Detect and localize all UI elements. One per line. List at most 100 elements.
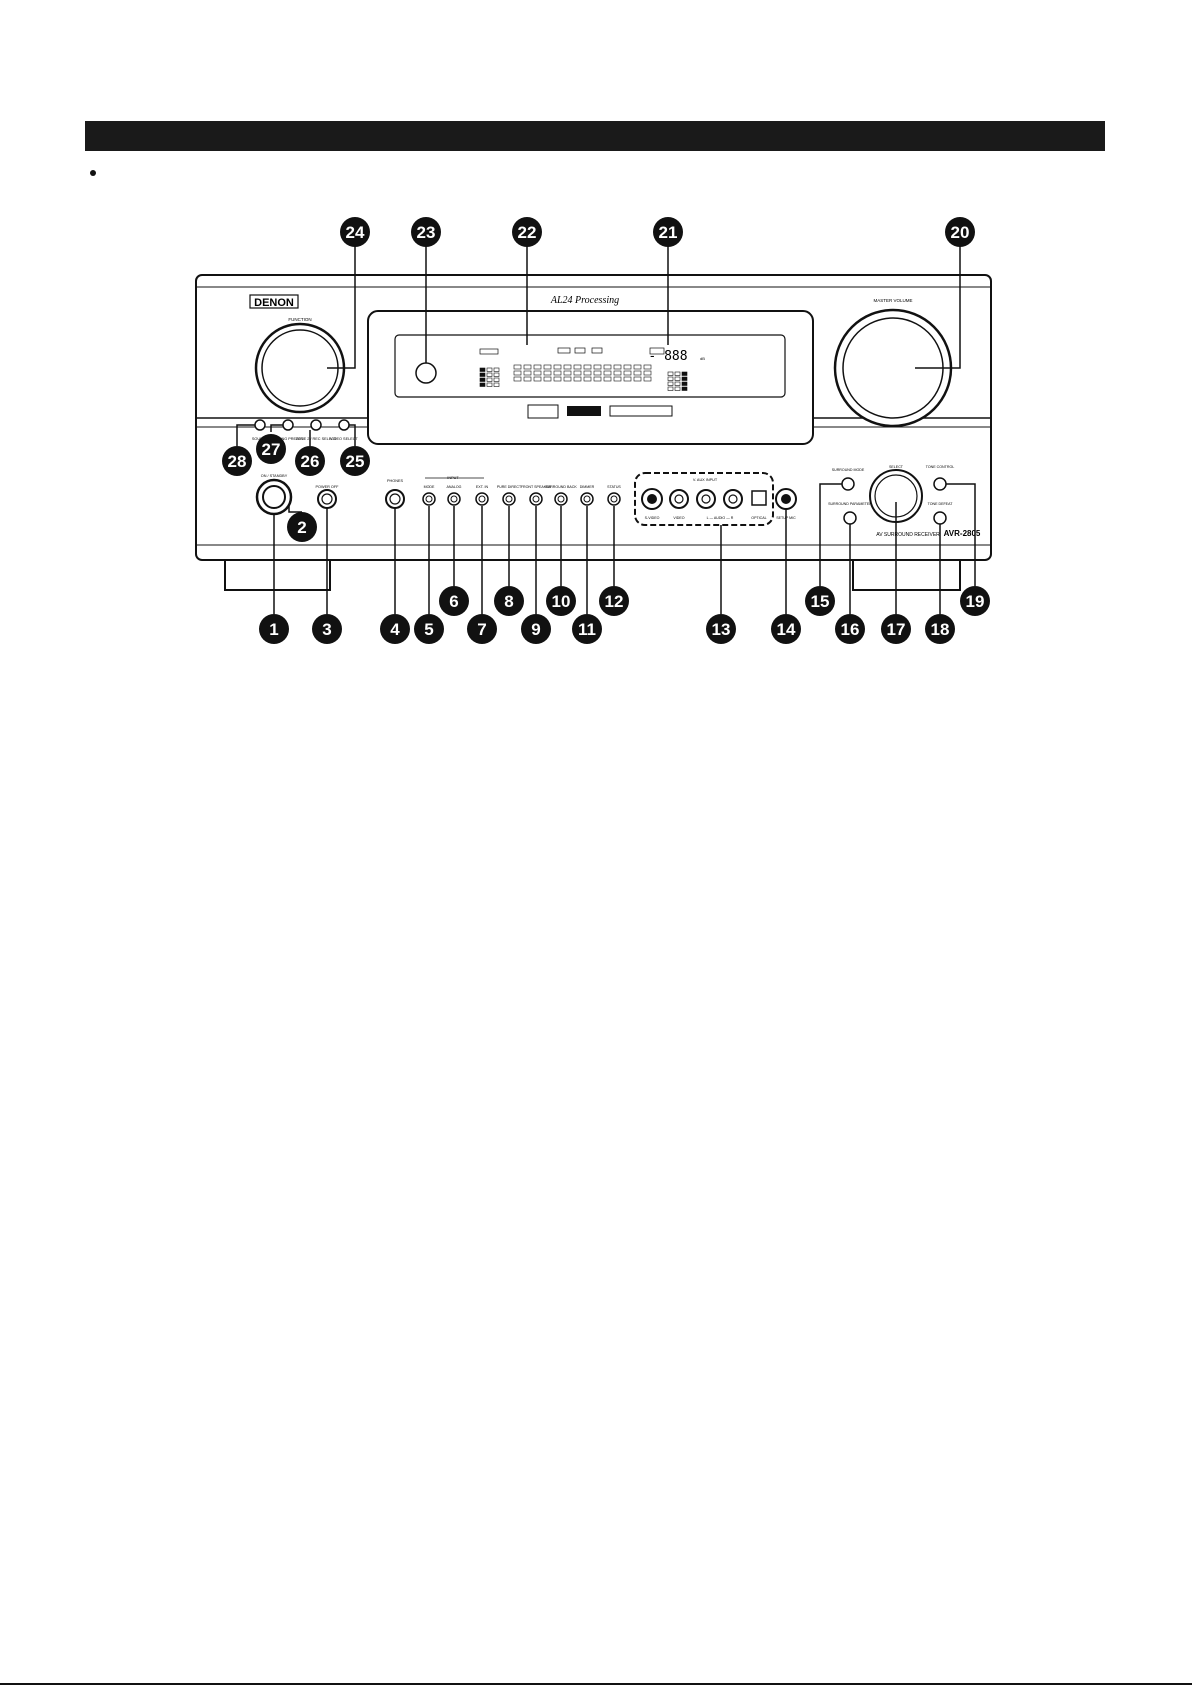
function-label: FUNCTION	[288, 317, 311, 322]
display-char-cell	[533, 364, 542, 370]
video-jack-inner	[674, 494, 684, 504]
fl-display-segments	[479, 347, 688, 391]
display-char-cell	[623, 376, 632, 382]
callout-number: 17	[887, 620, 906, 639]
pure-direct-button-inner	[505, 495, 513, 503]
callout-disc	[881, 614, 911, 644]
callout-disc	[494, 586, 524, 616]
callout-disc	[439, 586, 469, 616]
page-bottom-rule	[0, 1683, 1192, 1685]
power-off-switch-inner	[321, 493, 333, 505]
callout-disc	[256, 434, 286, 464]
surround-parameter-button[interactable]	[843, 511, 857, 525]
callout-26: 26	[295, 446, 325, 476]
leader-25	[349, 424, 356, 446]
callout-disc	[295, 446, 325, 476]
callout-number: 3	[322, 620, 331, 639]
display-char-cell	[613, 376, 622, 382]
callout-number: 26	[301, 452, 320, 471]
callout-12: 12	[599, 586, 629, 616]
callout-disc	[312, 614, 342, 644]
display-indicator-cell	[674, 381, 681, 386]
tone-defeat-label: TONE DEFEAT	[928, 502, 954, 506]
zone2-rec-select-button[interactable]	[310, 419, 322, 431]
display-indicator-box	[591, 347, 603, 354]
front-speaker-label: FRONT SPEAKER	[521, 485, 552, 489]
display-char-cell	[613, 364, 622, 370]
display-indicator-cell	[493, 382, 500, 387]
display-indicator-box	[557, 347, 571, 354]
source-button[interactable]	[254, 419, 266, 431]
db-unit: dB	[700, 356, 705, 361]
tone-control-button[interactable]	[933, 477, 947, 491]
pure-direct-label: PURE DIRECT	[497, 485, 522, 489]
bullet-point	[90, 170, 96, 176]
callout-number: 11	[578, 620, 596, 639]
analog-label: ANALOG	[447, 485, 462, 489]
callout-disc	[340, 446, 370, 476]
select-label: SELECT	[889, 465, 904, 469]
right-foot	[852, 560, 961, 591]
display-char-cell	[583, 370, 592, 376]
display-char-cell	[523, 376, 532, 382]
master-volume-label: MASTER VOLUME	[873, 298, 912, 303]
processing-logo: AL24 Processing	[550, 295, 619, 306]
callout-23: 23	[411, 217, 441, 247]
callout-19: 19	[960, 586, 990, 616]
power-button-inner	[262, 485, 286, 509]
display-indicator-box	[479, 348, 499, 355]
display-char-cell	[513, 376, 522, 382]
display-indicator-cell	[479, 377, 486, 382]
video-select-button[interactable]	[338, 419, 350, 431]
callout-24: 24	[340, 217, 370, 247]
callout-disc	[599, 586, 629, 616]
thx-logo	[609, 405, 673, 417]
display-indicator-cell	[681, 381, 688, 386]
front-speaker-button-inner	[532, 495, 540, 503]
callout-5: 5	[414, 614, 444, 644]
leader-24	[327, 246, 356, 369]
callout-number: 25	[346, 452, 365, 471]
s-video-label: S-VIDEO	[645, 516, 660, 520]
callout-9: 9	[521, 614, 551, 644]
optical-jack[interactable]	[751, 490, 767, 506]
display-indicator-cell	[681, 371, 688, 376]
callout-disc	[546, 586, 576, 616]
callout-2: 2	[287, 512, 317, 542]
mode-label: MODE	[424, 485, 435, 489]
leader-lines	[236, 246, 976, 614]
dimmer-label: DIMMER	[580, 485, 595, 489]
tuning-preset-button[interactable]	[282, 419, 294, 431]
callout-number: 14	[777, 620, 796, 639]
callout-disc	[653, 217, 683, 247]
zone2-rec-select-label: ZONE 2 / REC SELECT	[296, 437, 337, 441]
display-indicator-box	[574, 347, 586, 354]
display-indicator-cell	[486, 382, 493, 387]
power-off-label: POWER OFF	[316, 485, 340, 489]
display-indicator-cell	[681, 376, 688, 381]
callout-number: 15	[811, 592, 830, 611]
s-video-jack-inner	[647, 494, 657, 504]
callout-11: 11	[572, 614, 602, 644]
display-char-cell	[593, 370, 602, 376]
phones-label: PHONES	[387, 479, 404, 483]
callout-number: 6	[449, 592, 458, 611]
denon-logo-box	[249, 294, 299, 309]
callout-disc	[945, 217, 975, 247]
callout-disc	[960, 586, 990, 616]
callout-number: 1	[269, 620, 278, 639]
callout-13: 13	[706, 614, 736, 644]
tone-defeat-button[interactable]	[933, 511, 947, 525]
status-button-inner	[610, 495, 618, 503]
callout-28: 28	[222, 446, 252, 476]
callout-number: 28	[228, 452, 247, 471]
display-indicator-cell	[493, 377, 500, 382]
callout-number: 9	[531, 620, 540, 639]
surround-mode-button[interactable]	[841, 477, 855, 491]
audio-lr-label: L — AUDIO — R	[707, 516, 734, 520]
callout-16: 16	[835, 614, 865, 644]
callout-17: 17	[881, 614, 911, 644]
display-char-cell	[563, 370, 572, 376]
display-char-cell	[523, 364, 532, 370]
